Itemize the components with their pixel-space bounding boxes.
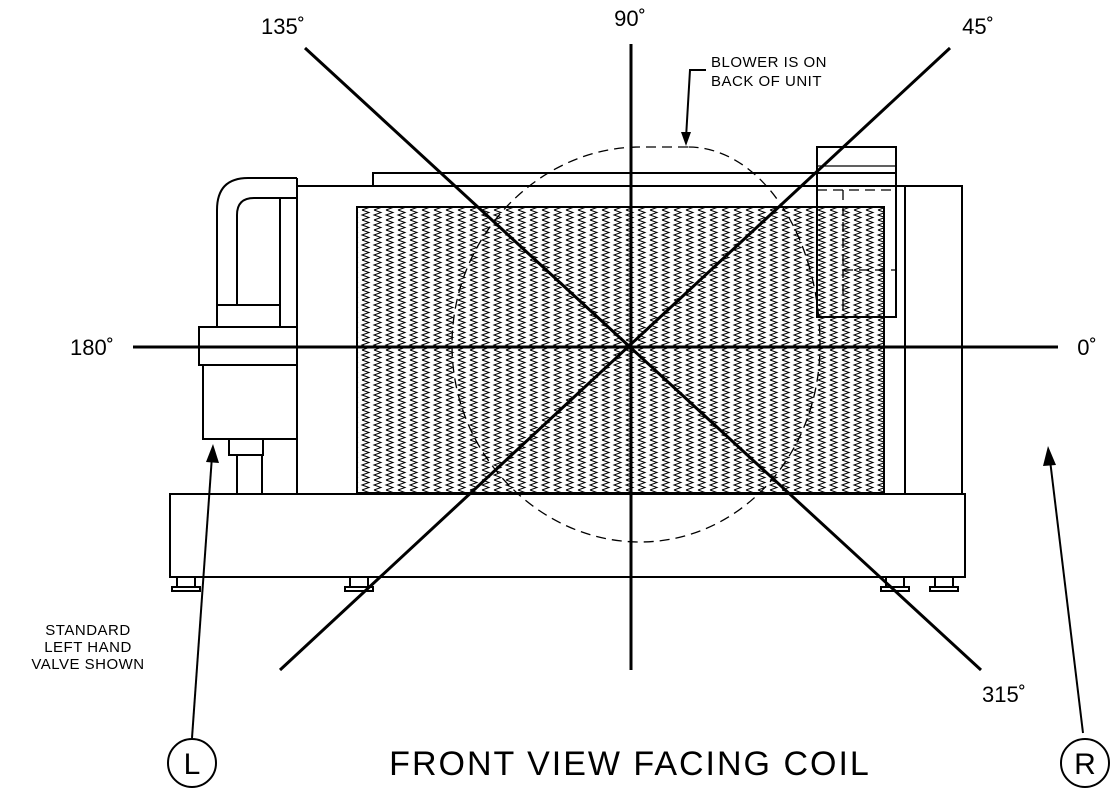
angle-135-label: 135˚: [261, 14, 305, 39]
right-marker-label: R: [1074, 748, 1096, 781]
valve-assembly: [198, 177, 298, 495]
valve-note-line2: LEFT HAND: [44, 639, 132, 656]
axis-135-315: [303, 46, 983, 672]
left-marker-label: L: [184, 748, 201, 781]
angle-315-label: 315˚: [982, 682, 1026, 707]
diagram-title: FRONT VIEW FACING COIL: [389, 745, 871, 783]
coil-face: [357, 207, 884, 493]
right-housing: [904, 185, 963, 495]
angle-180-label: 180˚: [70, 335, 114, 360]
unit-feet: [171, 576, 959, 592]
blower-note-line2: BACK OF UNIT: [711, 73, 822, 90]
left-marker-circle: [167, 738, 217, 788]
angle-90-label: 90˚: [614, 6, 646, 31]
left-arrow: [191, 444, 219, 739]
unit-outline: [169, 172, 966, 592]
angle-0-label: 0˚: [1077, 335, 1097, 360]
unit-base: [169, 493, 966, 578]
angle-45-label: 45˚: [962, 14, 994, 39]
blower-leader-arrowhead: [681, 132, 691, 146]
valve-note-line1: STANDARD: [45, 622, 130, 639]
right-marker-circle: [1060, 738, 1110, 788]
orientation-axes: [133, 44, 1058, 672]
axis-45: [278, 46, 952, 672]
blower-note: BLOWER IS ON BACK OF UNIT: [681, 54, 827, 146]
valve-note-line3: VALVE SHOWN: [31, 656, 144, 673]
right-arrow: [1043, 446, 1084, 734]
control-box: [816, 146, 897, 318]
blower-note-line1: BLOWER IS ON: [711, 54, 827, 71]
valve-note: STANDARD LEFT HAND VALVE SHOWN: [31, 622, 144, 673]
